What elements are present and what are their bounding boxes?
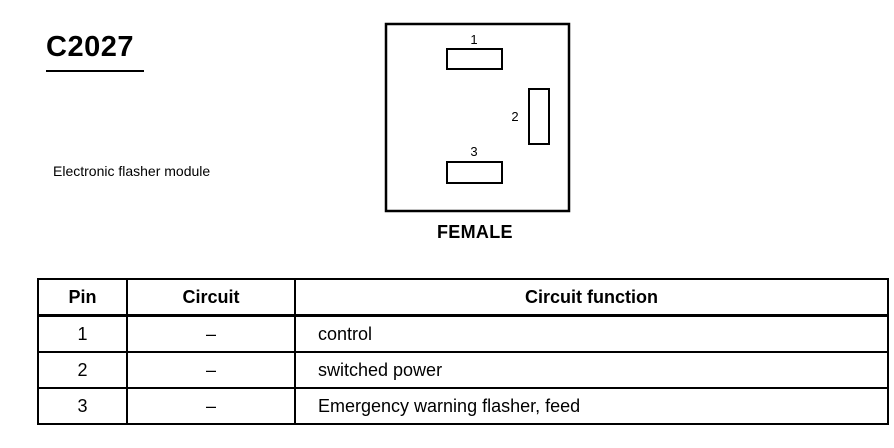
cell-circuit-function: control [294, 314, 889, 353]
cell-circuit: – [126, 314, 296, 353]
cell-circuit: – [126, 387, 296, 425]
table-row: 3 – Emergency warning flasher, feed [37, 387, 889, 425]
table-row: 1 – control [37, 314, 889, 353]
pin-table-header-row: Pin Circuit Circuit function [37, 278, 889, 317]
connector-description: Electronic flasher module [53, 163, 211, 179]
pin-table: Pin Circuit Circuit function 1 – control… [37, 278, 889, 425]
connector-face-diagram: 1 2 3 [384, 22, 571, 213]
cell-pin: 3 [37, 387, 128, 425]
header-circuit: Circuit [126, 278, 296, 317]
pin-3-label: 3 [470, 144, 477, 159]
connector-id: C2027 [46, 31, 134, 63]
pin-2-label: 2 [511, 109, 518, 124]
table-row: 2 – switched power [37, 351, 889, 389]
header-pin: Pin [37, 278, 128, 317]
header-circuit-function: Circuit function [294, 278, 889, 317]
pin-1-terminal [446, 48, 503, 70]
cell-circuit-function: switched power [294, 351, 889, 389]
pin-2-terminal [528, 88, 550, 145]
cell-circuit: – [126, 351, 296, 389]
connector-id-underline [46, 70, 144, 72]
connector-gender-label: FEMALE [437, 222, 513, 242]
cell-pin: 2 [37, 351, 128, 389]
cell-circuit-function: Emergency warning flasher, feed [294, 387, 889, 425]
cell-pin: 1 [37, 314, 128, 353]
pin-3-terminal [446, 161, 503, 184]
pin-1-label: 1 [470, 32, 477, 47]
